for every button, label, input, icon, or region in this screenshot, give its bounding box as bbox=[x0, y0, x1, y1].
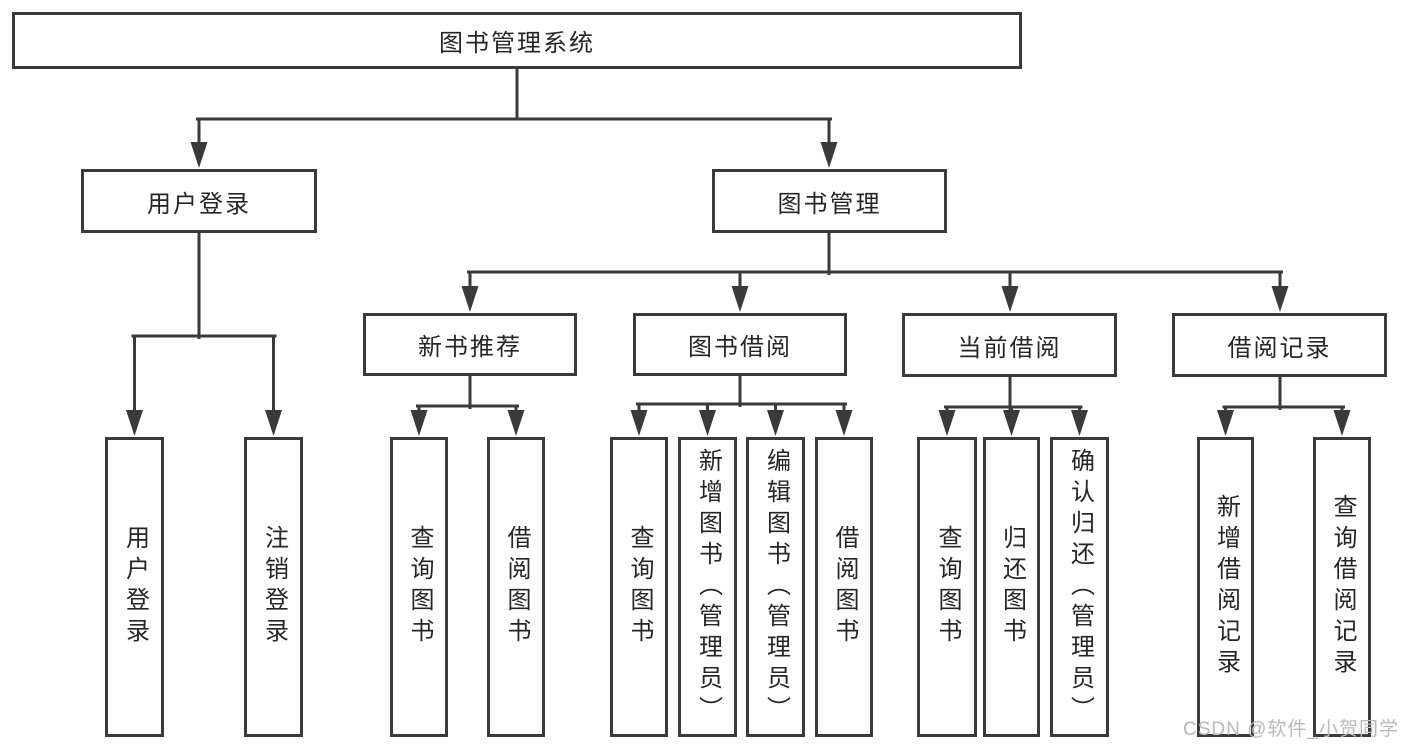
node-borrowing-records: 借阅记录 bbox=[1172, 313, 1387, 377]
node-user-login-action: 用户登录 bbox=[105, 437, 164, 737]
node-borrow-books-action: 借阅图书 bbox=[815, 437, 873, 737]
node-query-borrow-record: 查询借阅记录 bbox=[1313, 437, 1371, 737]
node-logout-action: 注销登录 bbox=[244, 437, 303, 737]
node-book-management: 图书管理 bbox=[712, 169, 947, 233]
node-library-system: 图书管理系统 bbox=[12, 12, 1022, 69]
node-user-login: 用户登录 bbox=[81, 169, 317, 233]
node-new-book-recommendation: 新书推荐 bbox=[363, 313, 577, 376]
node-add-borrow-record: 新增借阅记录 bbox=[1197, 437, 1254, 737]
node-current-borrowing: 当前借阅 bbox=[902, 313, 1117, 377]
node-query-books-borrowing: 查询图书 bbox=[610, 437, 668, 737]
node-book-borrowing: 图书借阅 bbox=[633, 313, 847, 376]
node-add-books-admin: 新增图书（管理员） bbox=[678, 437, 737, 737]
node-return-books: 归还图书 bbox=[983, 437, 1040, 737]
node-confirm-return-admin: 确认归还（管理员） bbox=[1050, 437, 1109, 737]
node-query-books-current: 查询图书 bbox=[917, 437, 977, 737]
node-query-books-recommend: 查询图书 bbox=[390, 437, 448, 737]
node-edit-books-admin: 编辑图书（管理员） bbox=[746, 437, 805, 737]
node-borrow-books-recommend: 借阅图书 bbox=[487, 437, 545, 737]
watermark-text: CSDN @软件_小贺同学 bbox=[1183, 719, 1399, 740]
